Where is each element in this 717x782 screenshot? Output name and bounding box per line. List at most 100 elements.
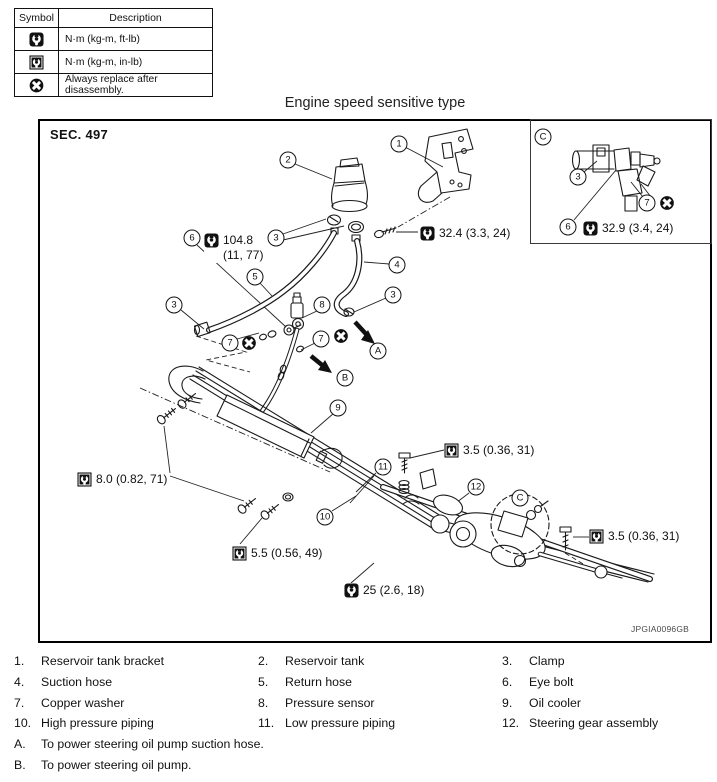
figure-code: JPGIA0096GB <box>631 624 689 634</box>
torque-wrench-ftlb-icon <box>420 226 435 241</box>
item-label: High pressure piping <box>41 716 154 731</box>
replace-after-disassembly-icon <box>334 329 349 344</box>
item-label: Copper washer <box>41 695 125 710</box>
list-item: 2. Reservoir tank <box>258 654 502 668</box>
replace-after-disassembly-icon <box>660 196 675 211</box>
torque-value: 3.5 (0.36, 31) <box>463 443 535 457</box>
section-label: SEC. 497 <box>50 127 109 142</box>
torque-spec: 32.4 (3.3, 24) <box>420 226 511 241</box>
list-item: 3. Clamp <box>502 654 565 668</box>
list-item: 1. Reservoir tank bracket <box>14 654 258 668</box>
callout-A: A <box>369 342 387 360</box>
torque-wrench-ftlb-icon <box>344 583 359 598</box>
torque-wrench-inlb-icon <box>589 529 604 544</box>
callout-7: 7 <box>312 330 330 348</box>
item-number: 2. <box>258 654 269 668</box>
item-number: 5. <box>258 674 269 689</box>
item-label: Clamp <box>529 654 565 668</box>
torque-spec: 5.5 (0.56, 49) <box>232 546 323 561</box>
torque-wrench-inlb-icon <box>232 546 247 561</box>
symbol-column-header: Symbol <box>15 9 59 27</box>
item-number: 12. <box>502 716 520 731</box>
torque-wrench-ftlb-icon <box>29 32 44 47</box>
item-label: Oil cooler <box>529 695 581 710</box>
symbol-description: Always replace after disassembly. <box>65 74 158 96</box>
torque-spec: 3.5 (0.36, 31) <box>589 529 680 544</box>
item-number: 7. <box>14 695 25 710</box>
torque-wrench-ftlb-icon <box>204 233 219 248</box>
callout-7: 7 <box>638 194 656 212</box>
item-number: 9. <box>502 695 513 710</box>
callout-3: 3 <box>165 296 183 314</box>
item-number: 11. <box>258 716 275 731</box>
torque-value: 8.0 (0.82, 71) <box>96 472 168 486</box>
callout-3: 3 <box>569 168 587 186</box>
note-label: To power steering oil pump. <box>41 757 192 772</box>
list-item: 9. Oil cooler <box>502 696 581 710</box>
item-label: Low pressure piping <box>285 716 396 731</box>
item-number: 4. <box>14 674 25 689</box>
callout-9: 9 <box>329 399 347 417</box>
callout-B: B <box>336 369 354 387</box>
torque-value: 104.8 <box>223 233 254 247</box>
list-item: 6. Eye bolt <box>502 675 573 689</box>
parts-legend: 1. Reservoir tank bracket 2. Reservoir tan… <box>14 654 710 779</box>
replace-after-disassembly-icon <box>242 336 257 351</box>
symbol-description: N·m (kg-m, in-lb) <box>65 56 143 68</box>
torque-value: 32.9 (3.4, 24) <box>602 221 674 235</box>
torque-spec: 104.8 (11, 77) <box>204 233 264 263</box>
callout-7: 7 <box>221 334 239 352</box>
symbol-table: Symbol Description N·m (kg-m, ft-lb) N·m… <box>14 8 213 97</box>
item-label: Reservoir tank <box>285 654 365 668</box>
note-letter: A. <box>14 737 26 752</box>
list-item: 8.Pressure sensor <box>258 696 502 710</box>
torque-spec: 3.5 (0.36, 31) <box>444 443 535 458</box>
torque-value: 5.5 (0.56, 49) <box>251 546 323 560</box>
item-label: Suction hose <box>41 674 113 689</box>
item-number: 3. <box>502 654 513 668</box>
callout-8: 8 <box>313 296 331 314</box>
callout-6: 6 <box>559 218 577 236</box>
torque-value-secondary: (11, 77) <box>223 248 264 262</box>
callout-4: 4 <box>388 256 406 274</box>
list-item: 10. High pressure piping <box>14 716 258 730</box>
list-item: 5. Return hose <box>258 675 502 689</box>
replace-after-disassembly-icon <box>29 78 44 93</box>
torque-wrench-ftlb-icon <box>583 221 598 236</box>
note-item: B. To power steering oil pump. <box>14 758 710 779</box>
item-number: 1. <box>14 654 25 668</box>
callout-11: 11 <box>374 458 392 476</box>
table-row: N·m (kg-m, in-lb) <box>15 50 212 73</box>
torque-wrench-inlb-icon <box>77 472 92 487</box>
inset-label-C: C <box>534 128 552 146</box>
description-column-header: Description <box>109 12 162 24</box>
symbol-table-header: Symbol Description <box>15 9 212 27</box>
torque-spec: 32.9 (3.4, 24) <box>583 221 674 236</box>
callout-C: C <box>511 489 529 507</box>
item-number: 10. <box>14 716 32 731</box>
note-letter: B. <box>14 757 26 772</box>
torque-spec: 25 (2.6, 18) <box>344 583 425 598</box>
callout-10: 10 <box>316 508 334 526</box>
torque-value: 3.5 (0.36, 31) <box>608 529 680 543</box>
table-row: Always replace after disassembly. <box>15 73 212 96</box>
symbol-description: N·m (kg-m, ft-lb) <box>65 33 140 45</box>
torque-spec: 8.0 (0.82, 71) <box>77 472 168 487</box>
item-label: Return hose <box>285 674 352 689</box>
list-item: 4. Suction hose <box>14 675 258 689</box>
item-label: Reservoir tank bracket <box>41 654 165 668</box>
note-label: To power steering oil pump suction hose. <box>41 737 264 752</box>
list-item: 12.Steering gear assembly <box>502 716 658 730</box>
item-label: Eye bolt <box>529 674 574 689</box>
figure-title: Engine speed sensitive type <box>284 95 466 111</box>
torque-wrench-inlb-icon <box>444 443 459 458</box>
callout-3: 3 <box>384 286 402 304</box>
torque-value: 25 (2.6, 18) <box>363 583 425 597</box>
item-number: 6. <box>502 674 513 689</box>
callout-6: 6 <box>183 229 201 247</box>
callout-12: 12 <box>467 478 485 496</box>
torque-wrench-inlb-icon <box>29 55 44 70</box>
item-label: Pressure sensor <box>285 695 375 710</box>
callout-3: 3 <box>267 229 285 247</box>
